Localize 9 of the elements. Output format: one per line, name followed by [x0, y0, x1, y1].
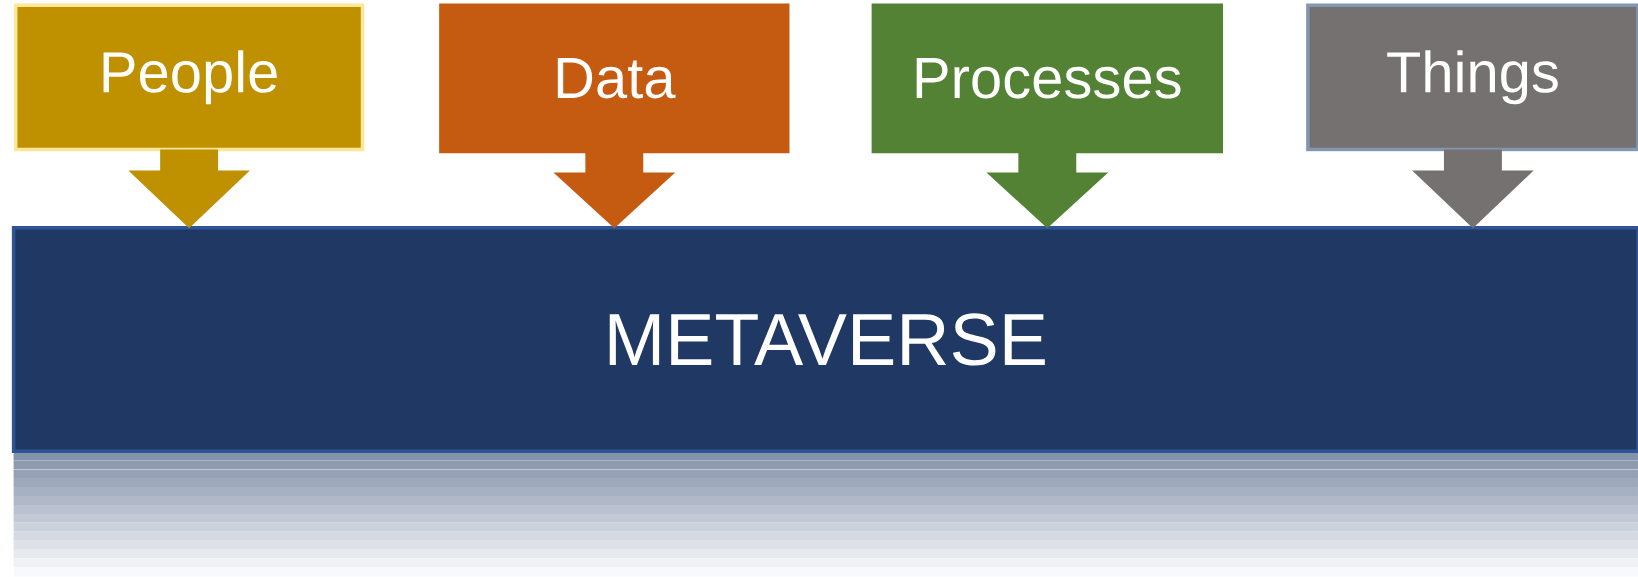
banner-box: METAVERSE [11, 225, 1638, 454]
block-arrow [986, 151, 1109, 229]
label-box: Things [1306, 3, 1638, 152]
label-box: Processes [871, 3, 1224, 154]
block-arrow [1412, 149, 1534, 229]
label-box: Data [439, 3, 790, 154]
label-box: People [13, 3, 365, 152]
block-arrow [553, 151, 676, 229]
block-arrow [128, 149, 250, 229]
